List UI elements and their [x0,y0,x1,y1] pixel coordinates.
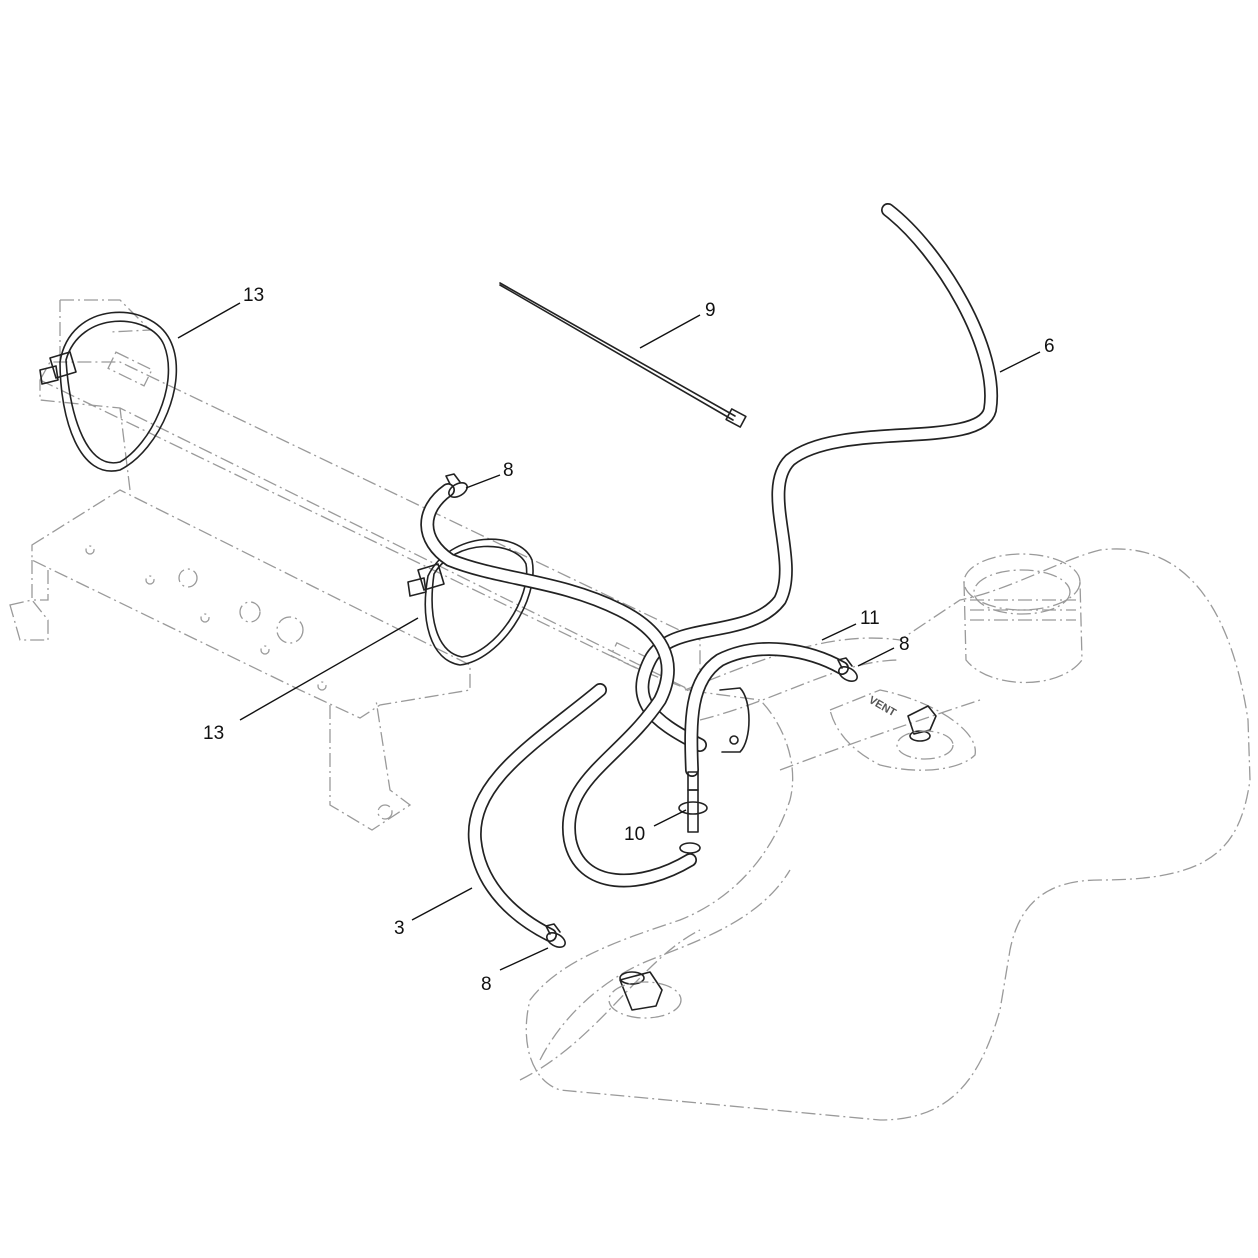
callout-cable-tie: 9 [705,300,716,321]
tank-vent-label: VENT [867,694,899,719]
callout-tie-strap-top: 13 [243,285,264,306]
callout-connector: 10 [624,824,645,845]
leader-clamp-bottom [499,947,549,971]
hose-bracket [719,687,750,753]
hose-clamp-right [837,657,858,683]
leader-connector [653,809,687,827]
hose-clamp-bottom [545,923,566,949]
callout-hose-lower: 3 [394,918,405,939]
callout-vent-hose-long: 6 [1044,336,1055,357]
callout-hose-short: 11 [860,608,880,629]
frame-plate [9,489,471,831]
tank-rollover-valve [608,971,682,1019]
hose-clamp-top [445,473,468,499]
leader-tie-strap-mid [239,617,419,721]
tie-strap-top [39,311,178,472]
leader-tie-strap-top [177,302,241,339]
hose-crossmember [420,483,697,888]
vent-hose-long [635,203,999,752]
callout-clamp-top: 8 [503,460,514,481]
leader-vent-hose-long [999,351,1041,373]
cable-tie [499,282,747,428]
callout-tie-strap-mid: 13 [203,723,224,744]
hose-lower [467,683,607,942]
callout-clamp-right: 8 [899,634,910,655]
leader-hose-short [821,623,857,641]
leader-clamp-right [857,647,895,667]
tank-vent-fitting [896,705,954,760]
hose-connector [678,771,708,854]
leader-hose-lower [411,887,473,921]
tie-strap-mid [407,538,534,666]
hose-short [684,642,849,777]
leader-cable-tie [639,314,701,349]
callout-clamp-bottom: 8 [481,974,492,995]
leader-clamp-top [465,474,501,489]
tank-filler-neck [963,553,1083,684]
